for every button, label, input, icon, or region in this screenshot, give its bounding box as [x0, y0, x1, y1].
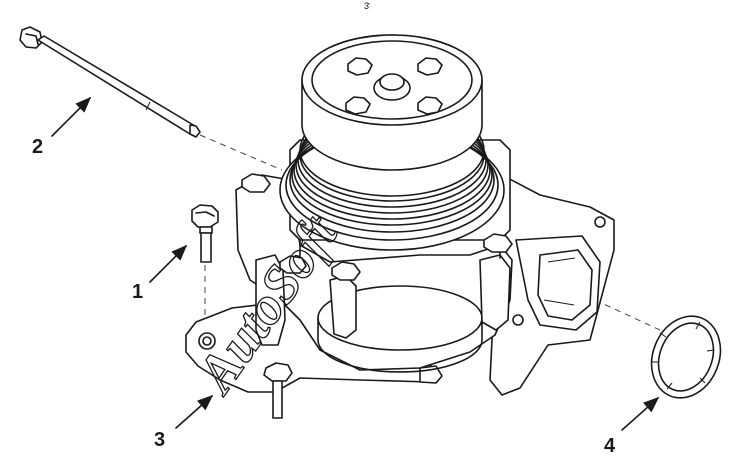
water-pump-assembly-part — [185, 34, 615, 419]
callout-2: 2 — [32, 136, 43, 158]
callout-leaders — [51, 96, 660, 431]
hub-bolts — [345, 57, 443, 115]
long-bolt-part — [19, 26, 201, 138]
assembly-center-lines — [199, 134, 661, 331]
callout-3: 3 — [154, 429, 165, 451]
short-bolt-part — [191, 204, 219, 263]
sealing-ring-part — [650, 315, 722, 399]
top-marker: 3̄ — [364, 1, 371, 11]
callout-4: 4 — [604, 435, 616, 457]
callout-1: 1 — [132, 281, 143, 303]
